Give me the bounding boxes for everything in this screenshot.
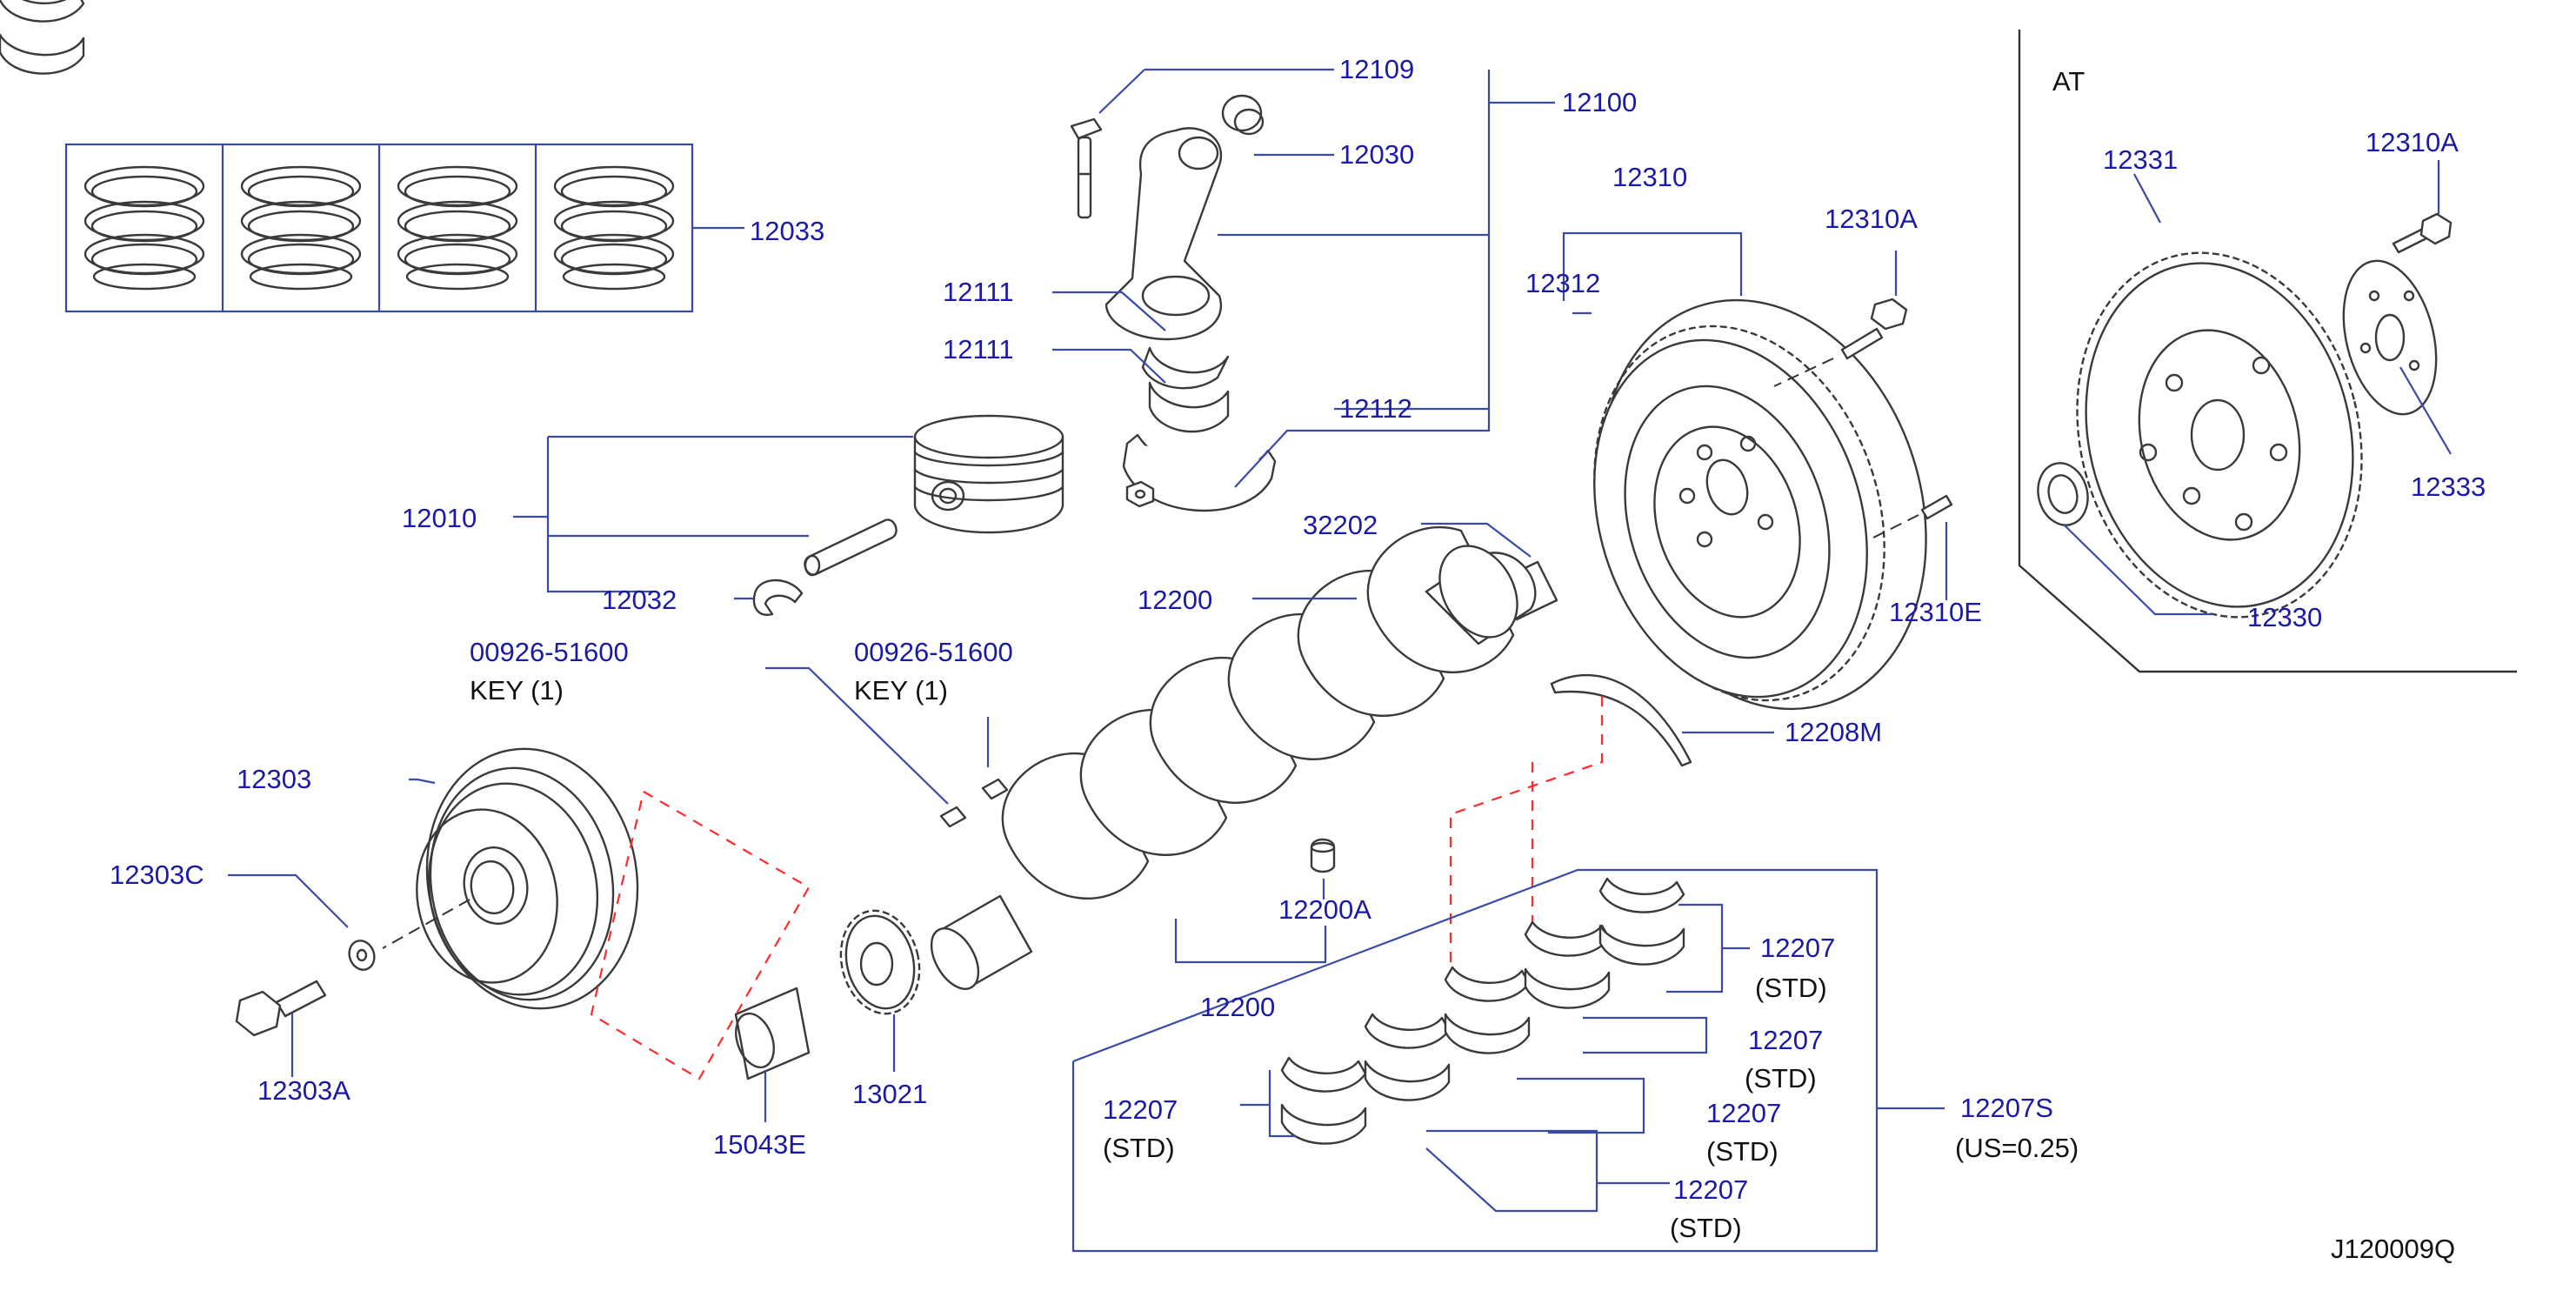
spacer-collar[interactable] xyxy=(729,987,811,1122)
piston-assembly[interactable] xyxy=(513,414,1064,616)
label-12310A-at: 12310A xyxy=(2366,127,2459,157)
label-00926-51600-right: 00926-51600 xyxy=(854,637,1013,667)
label-13021: 13021 xyxy=(852,1079,927,1109)
crank-pulley[interactable] xyxy=(228,732,657,1077)
label-std-3: (STD) xyxy=(1706,1136,1779,1167)
ring-set-1 xyxy=(83,165,205,291)
label-12312: 12312 xyxy=(1525,268,1600,298)
label-12033: 12033 xyxy=(750,216,824,246)
label-12111-lower: 12111 xyxy=(943,334,1014,365)
label-std-1: (STD) xyxy=(1755,973,1827,1003)
callout-labels: 12033 12109 12100 12030 12111 12111 1211… xyxy=(110,54,2486,1264)
label-12109: 12109 xyxy=(1339,54,1414,84)
label-12200-bottom: 12200 xyxy=(1200,992,1275,1022)
label-12112: 12112 xyxy=(1339,393,1412,424)
main-bearing-set[interactable] xyxy=(0,0,1945,1253)
flywheel-mt[interactable] xyxy=(1548,231,1978,752)
label-12207-3: 12207 xyxy=(1706,1098,1781,1128)
ring-set-3 xyxy=(397,165,518,291)
label-std-4: (STD) xyxy=(1103,1133,1175,1163)
ring-set-4 xyxy=(553,165,675,291)
label-12010: 12010 xyxy=(402,503,477,533)
label-12100: 12100 xyxy=(1562,87,1637,117)
label-12208M: 12208M xyxy=(1785,717,1882,747)
label-12207-4: 12207 xyxy=(1103,1094,1178,1125)
dashed-guides xyxy=(590,696,1604,1080)
thrust-washer[interactable] xyxy=(1550,673,1774,767)
label-12207-5: 12207 xyxy=(1673,1174,1748,1205)
label-12303C: 12303C xyxy=(110,860,204,890)
at-section xyxy=(2018,30,2517,673)
label-12331: 12331 xyxy=(2103,144,2178,175)
bearing-shell xyxy=(0,0,85,75)
crank-sprocket[interactable] xyxy=(831,902,930,1072)
label-12310: 12310 xyxy=(1612,162,1687,192)
label-15043E: 15043E xyxy=(713,1129,806,1160)
piston-ring-set[interactable] xyxy=(64,143,744,313)
label-12032: 12032 xyxy=(602,585,677,615)
label-00926-51600-left: 00926-51600 xyxy=(470,637,629,667)
label-12207-1: 12207 xyxy=(1760,933,1835,963)
label-12207-2: 12207 xyxy=(1748,1025,1823,1055)
label-12207S: 12207S xyxy=(1960,1093,2053,1123)
label-at: AT xyxy=(2052,66,2085,97)
label-12030: 12030 xyxy=(1339,139,1414,170)
label-12200-top: 12200 xyxy=(1138,585,1212,615)
label-12303: 12303 xyxy=(237,764,311,794)
crankshaft[interactable] xyxy=(765,525,1537,997)
label-std-2: (STD) xyxy=(1745,1063,1817,1094)
label-std-5: (STD) xyxy=(1670,1213,1742,1243)
ring-set-2 xyxy=(240,165,362,291)
connecting-rod-assembly[interactable] xyxy=(1052,68,1555,512)
label-key-right: KEY (1) xyxy=(854,675,948,706)
label-us-0-25: (US=0.25) xyxy=(1955,1133,2079,1163)
label-12330: 12330 xyxy=(2247,602,2322,632)
label-12303A: 12303A xyxy=(257,1075,350,1106)
diagram-reference-code: J120009Q xyxy=(2331,1234,2455,1264)
label-12111-upper: 12111 xyxy=(943,277,1014,307)
label-key-left: KEY (1) xyxy=(470,675,564,706)
label-12200A: 12200A xyxy=(1278,894,1371,925)
label-32202: 32202 xyxy=(1303,510,1378,540)
label-12310A-mt: 12310A xyxy=(1825,204,1918,234)
label-12310E: 12310E xyxy=(1889,597,1982,627)
label-12333: 12333 xyxy=(2411,472,2486,502)
